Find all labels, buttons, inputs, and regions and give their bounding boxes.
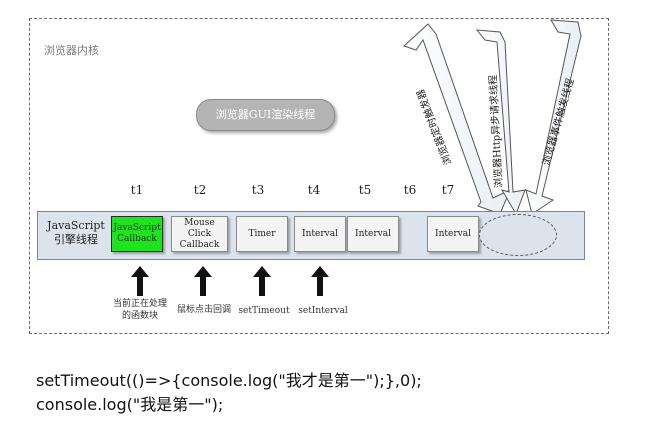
timeline-label-t4: t4: [307, 183, 321, 197]
browser-kernel-label: 浏览器内核: [44, 44, 99, 57]
task-timer: Timer: [236, 216, 288, 252]
timeline-label-t2: t2: [193, 183, 207, 197]
incoming-task-slot: [479, 214, 557, 256]
code-line-settimeout: setTimeout(()=>{console.log("我才是第一");},0…: [36, 371, 422, 390]
caption-settimeout: setTimeout: [238, 306, 290, 316]
timeline-label-t1: t1: [130, 183, 144, 197]
timeline-label-t5: t5: [358, 183, 372, 197]
pointer-arrow-mouse: [194, 266, 212, 296]
code-line-console-log: console.log("我是第一");: [36, 395, 224, 414]
js-engine-thread-label: JavaScript 引擎线程: [47, 219, 105, 246]
timeline-label-t7: t7: [441, 183, 455, 197]
pointer-arrow-settimeout: [253, 266, 271, 296]
timeline-label-t6: t6: [403, 183, 417, 197]
task-interval-3: Interval: [427, 216, 479, 252]
pointer-arrow-setinterval: [311, 266, 329, 296]
task-javascript-callback: JavaScript Callback: [111, 216, 163, 252]
task-interval-1: Interval: [294, 216, 346, 252]
task-interval-2: Interval: [347, 216, 399, 252]
caption-current-function: 当前正在处理 的函数块: [112, 299, 167, 321]
pointer-arrow-current: [131, 266, 149, 296]
caption-setinterval: setInterval: [298, 306, 348, 316]
caption-mouse-click-callback: 鼠标点击回调: [176, 305, 231, 315]
gui-render-thread: 浏览器GUI渲染线程: [196, 99, 335, 131]
browser-kernel-frame: [29, 18, 609, 334]
timeline-label-t3: t3: [251, 183, 265, 197]
task-mouse-click-callback: Mouse Click Callback: [171, 216, 228, 252]
